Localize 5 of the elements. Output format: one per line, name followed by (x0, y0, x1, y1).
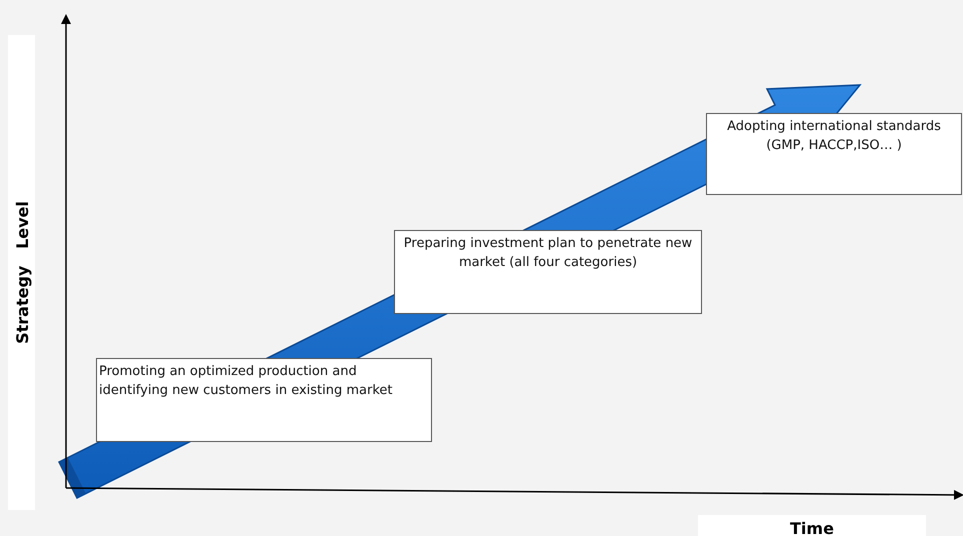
axis-title: Time (790, 518, 834, 536)
box-text: Promoting an optimized production and identifying new customers in existing market (99, 363, 394, 400)
axis-title: Strategy Level (12, 200, 32, 344)
box-text: Adopting international standards (GMP, HACCP,ISO… ) (726, 118, 942, 155)
box-text: Preparing investment plan to penetrate new market (all four categories) (403, 235, 693, 272)
